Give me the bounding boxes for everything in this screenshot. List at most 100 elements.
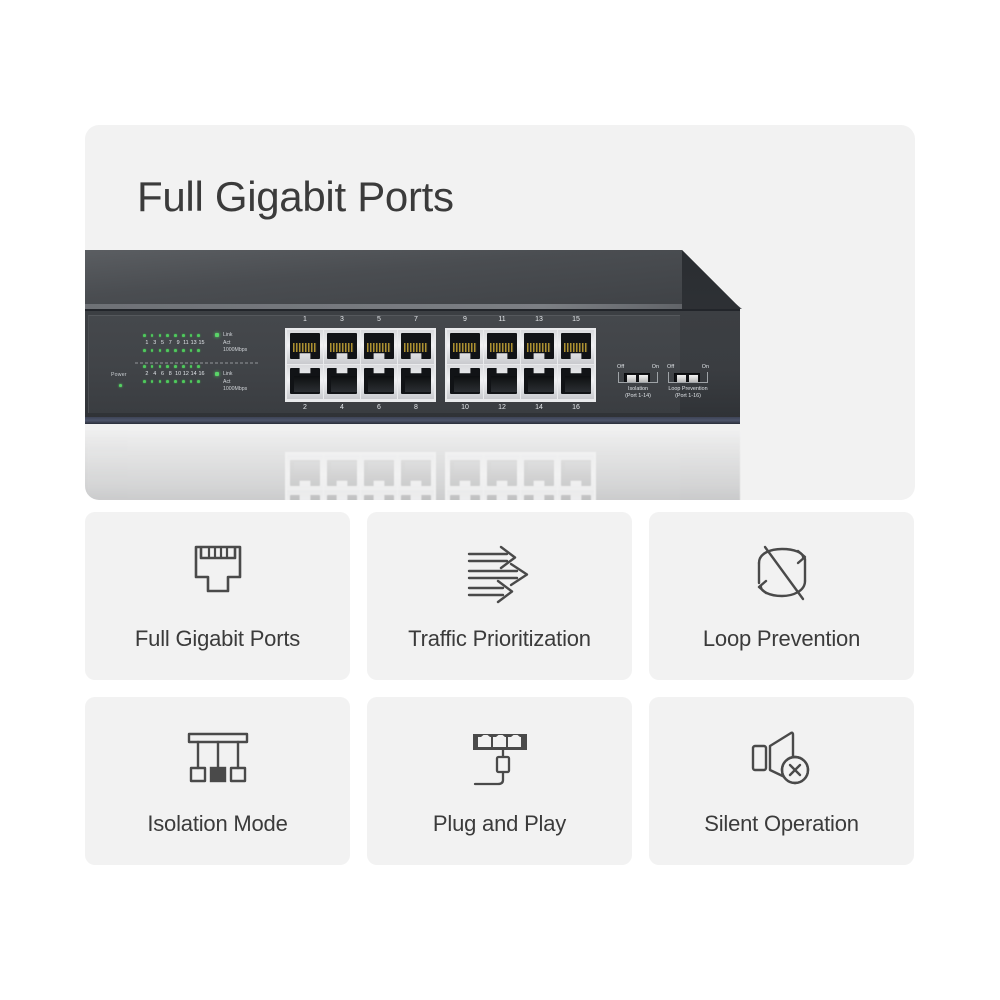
- legend-link-top: Link: [223, 332, 233, 338]
- link-status-led: [215, 372, 219, 376]
- isolation-caption: Isolation (Port 1-14): [613, 386, 663, 400]
- isolation-nodes-icon: [180, 723, 256, 795]
- led-dot: [143, 334, 146, 337]
- dip-lever: [689, 375, 698, 382]
- led-dot: [158, 380, 162, 383]
- feature-label: Isolation Mode: [147, 811, 288, 836]
- port-label: 6: [377, 404, 381, 411]
- rj45-port[interactable]: [558, 365, 594, 399]
- led-dot: [174, 334, 177, 337]
- legend-speed-bottom: 1000Mbps: [223, 386, 248, 392]
- rj45-port[interactable]: [287, 330, 323, 364]
- feature-card-grid: Full Gigabit Ports: [85, 512, 915, 865]
- led-dot: [143, 365, 146, 368]
- feature-card-silent-operation[interactable]: Silent Operation: [649, 697, 914, 865]
- plug-and-play-cable-icon: [462, 723, 538, 795]
- page-title: Full Gigabit Ports: [137, 173, 454, 220]
- network-switch-device: Power 1: [85, 250, 780, 430]
- led-dot: [197, 380, 201, 383]
- feature-card-plug-and-play[interactable]: Plug and Play: [367, 697, 632, 865]
- device-front-panel: Power 1: [88, 315, 709, 413]
- loop-dip-body[interactable]: [674, 373, 700, 382]
- led-dot: [181, 365, 185, 368]
- rj45-port[interactable]: [287, 365, 323, 399]
- reflection-foot: [85, 430, 740, 437]
- rj45-port[interactable]: [447, 365, 483, 399]
- led-dot: [158, 365, 162, 368]
- loop-dip-bracket: [668, 372, 708, 383]
- led-dot: [189, 334, 193, 337]
- feature-label: Silent Operation: [704, 811, 859, 836]
- rj45-port[interactable]: [361, 365, 397, 399]
- led-dot: [197, 365, 201, 368]
- rj45-port[interactable]: [361, 330, 397, 364]
- led-port-number: 2: [145, 371, 149, 377]
- port-pair-11-12: 11 12: [484, 316, 520, 411]
- dip-lever: [639, 375, 648, 382]
- led-dot: [181, 380, 185, 383]
- isolation-off-label: Off: [617, 364, 625, 370]
- loop-crossed-icon: [743, 538, 821, 610]
- rj45-port[interactable]: [484, 365, 520, 399]
- led-port-number: 7: [168, 340, 172, 346]
- port-label: 3: [340, 316, 344, 323]
- led-dot: [166, 349, 169, 352]
- port-label: 15: [572, 316, 580, 323]
- led-port-number: 16: [198, 371, 205, 377]
- rj45-port[interactable]: [521, 365, 557, 399]
- legend-link-bottom: Link: [223, 371, 233, 377]
- rj45-port[interactable]: [324, 365, 360, 399]
- port-pair-15-16: 15 16: [558, 316, 594, 411]
- port-pair-1-2: 1 2: [287, 316, 323, 411]
- feature-card-isolation-mode[interactable]: Isolation Mode: [85, 697, 350, 865]
- led-dot: [158, 334, 162, 337]
- loop-prevention-dip-switch[interactable]: Off On Loop Prevention: [667, 364, 709, 399]
- loop-caption-line1: Loop Prevention: [668, 386, 708, 392]
- device-top-surface: [85, 250, 740, 308]
- rj45-port[interactable]: [447, 330, 483, 364]
- feature-card-full-gigabit-ports[interactable]: Full Gigabit Ports: [85, 512, 350, 680]
- rj45-port[interactable]: [398, 365, 434, 399]
- led-dot: [150, 349, 154, 352]
- port-pair-5-6: 5 6: [361, 316, 397, 411]
- rj45-port[interactable]: [521, 330, 557, 364]
- feature-label: Plug and Play: [432, 811, 567, 836]
- led-grid: 1 3 5 7 9 11 13 15: [143, 332, 205, 385]
- led-dot: [143, 349, 146, 352]
- led-dot: [158, 349, 162, 352]
- reflection-ports-right: [445, 452, 596, 500]
- port-label: 2: [303, 404, 307, 411]
- feature-card-loop-prevention[interactable]: Loop Prevention: [649, 512, 914, 680]
- rj45-port[interactable]: [324, 330, 360, 364]
- led-dot: [174, 365, 177, 368]
- led-port-number: 9: [176, 340, 180, 346]
- led-dot: [166, 365, 169, 368]
- dip-lever: [677, 375, 686, 382]
- link-status-led: [215, 333, 219, 337]
- rj45-port[interactable]: [484, 330, 520, 364]
- port-label: 8: [414, 404, 418, 411]
- rj45-port-icon: [183, 538, 253, 610]
- led-port-number: 14: [190, 371, 197, 377]
- device-reflection: [85, 424, 780, 500]
- port-label: 16: [572, 404, 580, 411]
- rj45-port[interactable]: [398, 330, 434, 364]
- led-port-number: 5: [160, 340, 164, 346]
- port-pair-9-10: 9 10: [447, 316, 483, 411]
- led-indicator-panel: Power 1: [111, 332, 261, 398]
- rj45-port-block-right: 9 10 11 12: [445, 316, 596, 411]
- power-led: [119, 384, 122, 387]
- isolation-dip-switch[interactable]: Off On Isolation (Port: [617, 364, 659, 399]
- isolation-caption-line1: Isolation: [627, 386, 649, 392]
- led-dot: [197, 334, 201, 337]
- rj45-port[interactable]: [558, 330, 594, 364]
- feature-card-traffic-prioritization[interactable]: Traffic Prioritization: [367, 512, 632, 680]
- led-row-speed-odd: [143, 347, 205, 354]
- led-port-number: 11: [183, 340, 189, 346]
- reflection-panel: [88, 441, 680, 500]
- isolation-dip-body[interactable]: [624, 373, 650, 382]
- loop-onoff-labels: Off On: [667, 364, 709, 373]
- reflection-front: [85, 435, 740, 500]
- led-port-numbers-even: 2 4 6 8 10 12 14 16: [143, 370, 205, 378]
- loop-caption-line2: (Port 1-16): [675, 393, 701, 399]
